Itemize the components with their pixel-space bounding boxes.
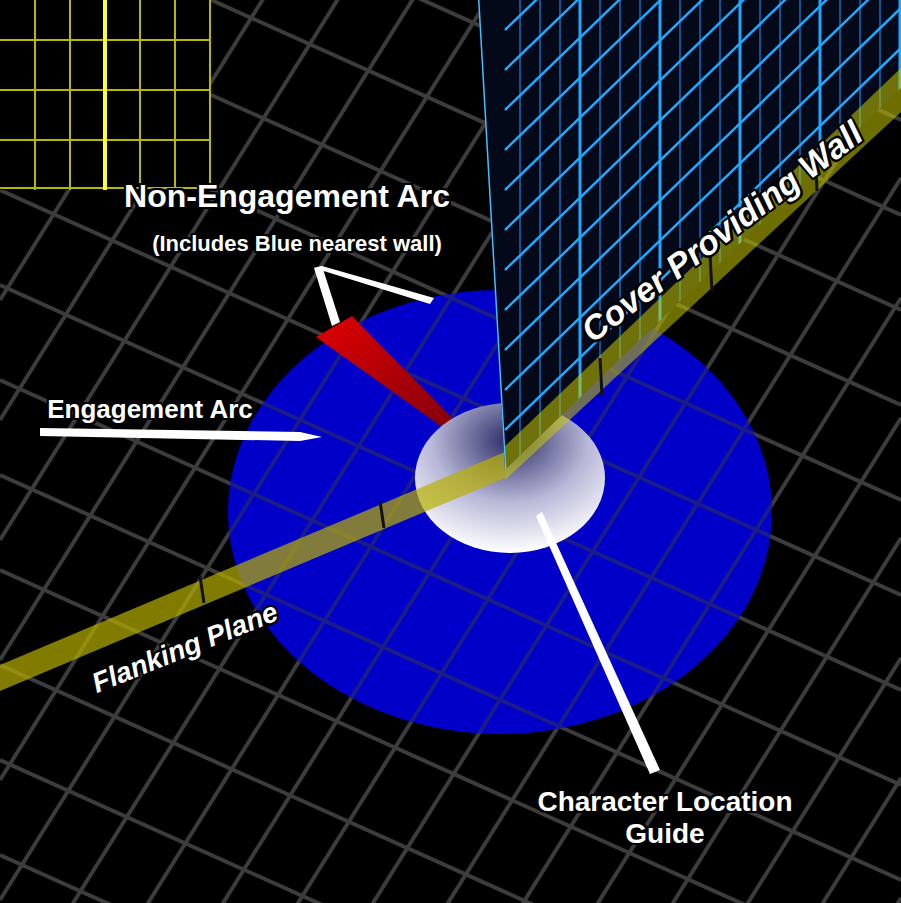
callout-label: Cover Providing Wall bbox=[574, 114, 870, 351]
callout-label: Non-Engagement Arc bbox=[124, 178, 450, 215]
block-face bbox=[0, 0, 210, 190]
wall-grid-rows bbox=[505, 0, 901, 430]
yellow-block bbox=[0, 0, 210, 190]
plane-divider bbox=[200, 501, 384, 603]
pointer-blue bbox=[314, 266, 434, 304]
block-grid bbox=[0, 0, 210, 190]
wall-edge bbox=[478, 0, 505, 470]
callout-label: Character Location Guide bbox=[535, 786, 795, 850]
callout-label: (Includes Blue nearest wall) bbox=[152, 231, 442, 256]
pointer-engagement bbox=[40, 428, 322, 441]
callout-label: Flanking Plane bbox=[87, 596, 282, 700]
flanking-plane bbox=[0, 452, 505, 691]
pointer-character bbox=[536, 512, 660, 774]
callout-label: Engagement Arc bbox=[47, 395, 253, 425]
pointers bbox=[40, 266, 660, 774]
pointer-red bbox=[314, 266, 340, 326]
wall-grid bbox=[478, 0, 901, 470]
cover-strip bbox=[505, 68, 901, 480]
block-edge bbox=[103, 0, 107, 190]
